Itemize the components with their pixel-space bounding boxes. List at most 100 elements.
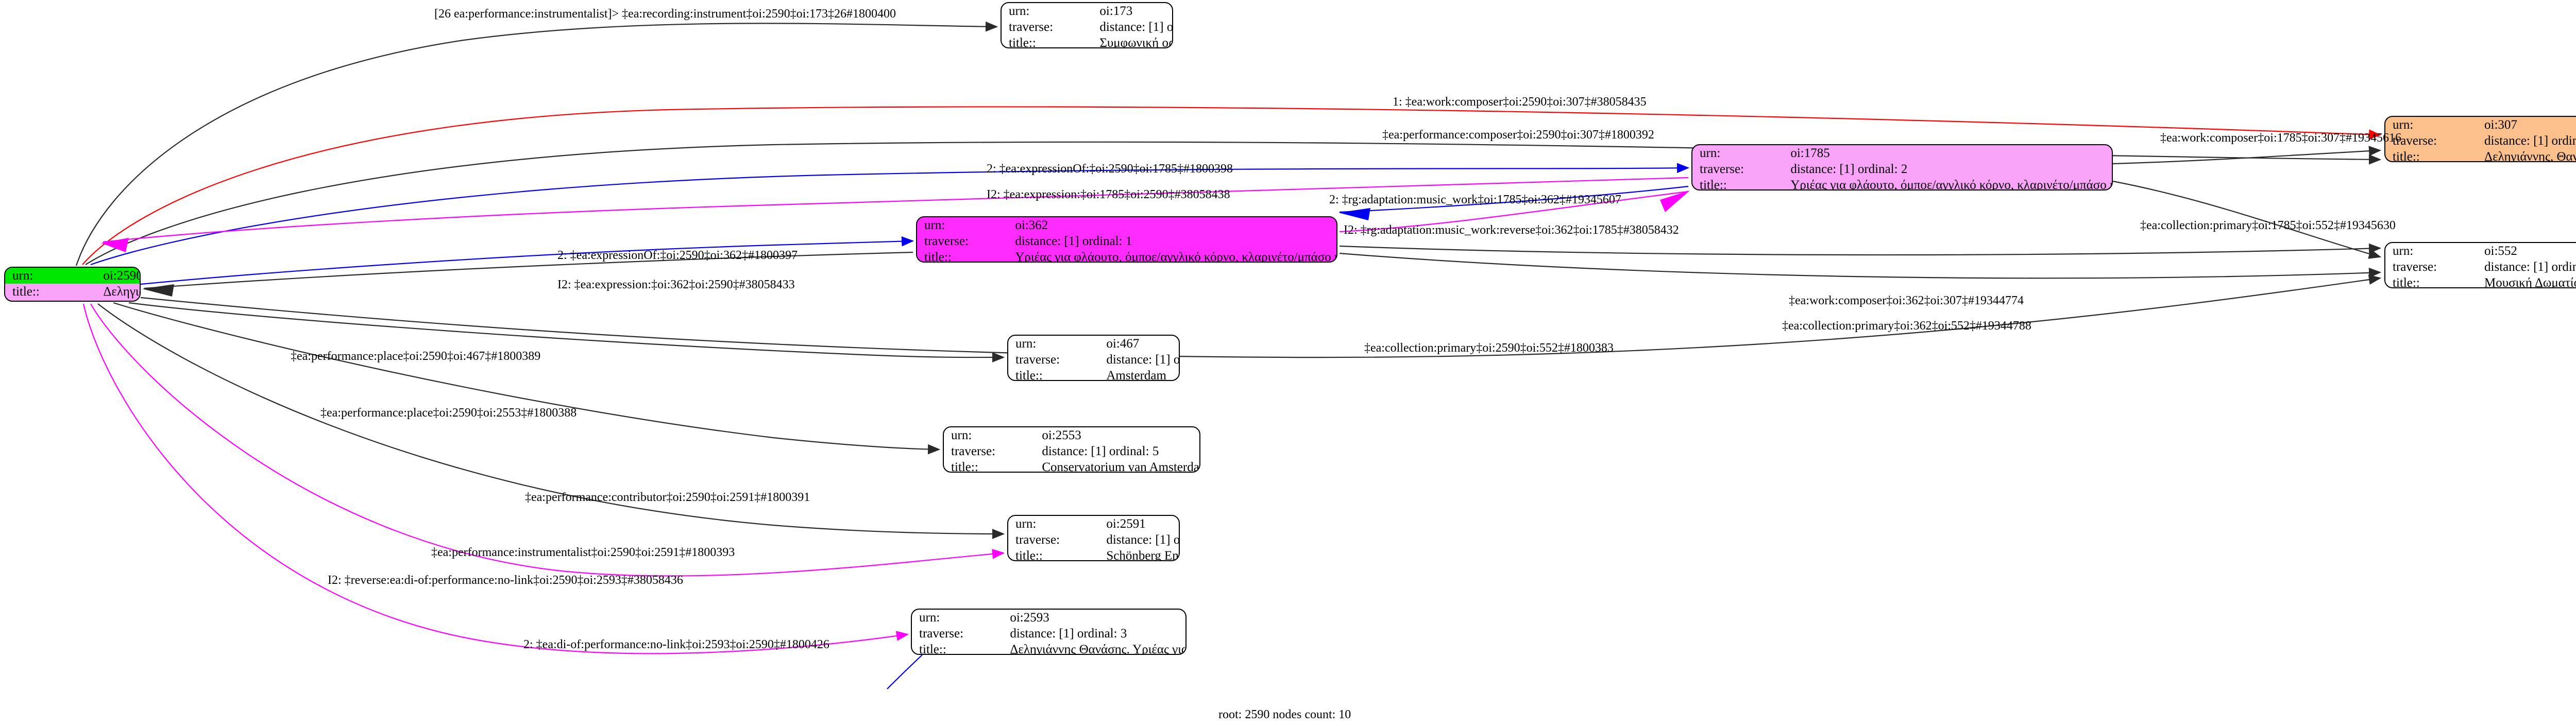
node-value-urn: oi:2591 <box>1106 517 1146 531</box>
edge-label-e11: I2: ‡rg:adaptation:music_work:reverse‡oi… <box>1344 223 1679 237</box>
node-key-ukey: ea:identifier:ukey <box>5 300 103 301</box>
node-value-urn: oi:2593 <box>1010 611 1049 625</box>
node-row-traverse: traverse: distance: [1] ordinal: 3 <box>912 626 1185 642</box>
node-row-traverse: traverse: distance: [1] ordinal: 1 <box>917 233 1336 249</box>
node-value-urn: oi:552 <box>2484 244 2517 258</box>
node-key-title: title:: <box>919 643 946 655</box>
edge-label-e10: I2: ‡ea:expression:‡oi:362‡oi:2590‡#3805… <box>557 278 795 291</box>
node-key-title: title:: <box>1015 549 1043 561</box>
node-key-urn: urn: <box>919 611 940 625</box>
node-key-urn: urn: <box>1015 517 1037 531</box>
edge-label-e4: 2: ‡ea:expressionOf:‡oi:2590‡oi:1785‡#18… <box>987 162 1233 176</box>
node-key-traverse: traverse: <box>919 627 964 641</box>
node-value-urn: oi:362 <box>1015 218 1048 232</box>
node-value-urn: oi:2553 <box>1042 428 1081 442</box>
node-row-urn: urn:oi:1785 <box>1692 145 2112 161</box>
graph-footer: root: 2590 nodes count: 10 <box>1218 708 1351 721</box>
node-row-urn: urn: oi:362 <box>917 217 1336 233</box>
node-key-traverse: traverse: <box>2393 260 2437 274</box>
node-value-title: Μουσική Δωματίου <box>2484 276 2576 288</box>
edge-label-e16: ‡ea:performance:place‡oi:2590‡oi:2553‡#1… <box>320 406 577 420</box>
edge-label-e18: ‡ea:performance:instrumentalist‡oi:2590‡… <box>431 546 735 559</box>
node-key-traverse: traverse: <box>924 234 969 248</box>
node-key-urn: urn: <box>2393 244 2414 258</box>
node-key-traverse: traverse: <box>1015 353 1060 367</box>
node-key-title: title:: <box>2393 276 2420 288</box>
node-row-title: title::Δεληγιάννης, Θανάσης <box>2385 149 2576 162</box>
node-key-urn: urn: <box>924 218 945 232</box>
edge-label-e1: [26 ea:performance:instrumentalist]> ‡ea… <box>434 7 896 21</box>
node-row-title: title::Schönberg Ensemble <box>1008 548 1179 561</box>
node-row-traverse: traverse:distance: [1] ordinal: 6 <box>1008 352 1179 368</box>
node-row-title: title::Δεληγιάννης Θανάσης. Υριέας για φ… <box>5 284 140 300</box>
node-row-title: title::Amsterdam <box>1008 368 1179 381</box>
node-key-title: title:: <box>1700 178 1727 191</box>
node-value-title: Δεληγιάννης Θανάσης. Υριέας για φλάουτο,… <box>1010 643 1187 655</box>
node-value-title: Conservatorium van Amsterdam [Building] <box>1042 460 1199 473</box>
edge-label-e2: 1: ‡ea:work:composer‡oi:2590‡oi:307‡#380… <box>1393 95 1647 109</box>
node-row-urn: urn:oi:467 <box>1008 336 1179 352</box>
node-row-traverse: traverse:distance: [1] ordinal: 4 <box>2385 259 2576 275</box>
node-key-title: title:: <box>924 250 952 263</box>
edge-label-e9: 2: ‡ea:expressionOf:‡oi:2590‡oi:362‡#180… <box>557 249 798 262</box>
node-key-traverse: traverse: <box>951 444 996 458</box>
graph-node-oi-2591[interactable]: urn: oi:2591 traverse: distance: [1] ordina… <box>1007 515 1180 561</box>
node-value-title: Schönberg Ensemble <box>1106 549 1179 561</box>
edge-label-e17: ‡ea:performance:contributor‡oi:2590‡oi:2… <box>525 491 810 504</box>
node-row-urn: urn:oi:2553 <box>944 427 1199 443</box>
node-row-traverse: traverse:distance: [1] ordinal: 7 <box>2385 133 2576 149</box>
node-key-title: title:: <box>2393 150 2420 162</box>
node-value-urn: oi:307 <box>2484 118 2517 132</box>
node-value-urn: oi:173 <box>1099 4 1133 18</box>
node-row-urn: urn:oi:2590 <box>5 268 140 284</box>
edge-label-e19: I2: ‡reverse:ea:di-of:performance:no-lin… <box>328 574 683 587</box>
edge-label-e6: 2: ‡rg:adaptation:music_work‡oi:1785‡oi:… <box>1329 193 1621 206</box>
node-key-title: title:: <box>12 285 40 299</box>
node-value-traverse: distance: [1] ordinal: 8 <box>1106 533 1180 547</box>
node-key-traverse: traverse: <box>1015 533 1060 547</box>
node-row-traverse: traverse:distance: [1] ordinal: 9 <box>1002 19 1172 35</box>
node-value-traverse: distance: [1] ordinal: 3 <box>1010 627 1127 641</box>
node-row-traverse: traverse: distance: [1] ordinal: 2 <box>1692 161 2112 177</box>
node-row-title: title::Μουσική Δωματίου <box>2385 275 2576 288</box>
node-row-urn: urn:oi:307 <box>2385 117 2576 133</box>
edge-label-e20: 2: ‡ea:di-of:performance:no-link‡oi:2593… <box>523 638 829 651</box>
node-key-title: title:: <box>1009 36 1036 48</box>
node-row-title: title::Δεληγιάννης Θανάσης. Υριέας για φ… <box>912 642 1187 655</box>
node-row-traverse: traverse: distance: [1] ordinal: 8 <box>1008 532 1180 548</box>
node-row-urn: urn: oi:2593 <box>912 610 1185 626</box>
node-value-urn: oi:467 <box>1106 337 1140 351</box>
node-row-ukey: ea:identifier:ukeyrg-melos_hma-2590 <box>5 300 140 301</box>
edge-label-e8: ‡ea:collection:primary‡oi:1785‡oi:552‡#1… <box>2140 219 2396 232</box>
graph-node-oi-362[interactable]: urn: oi:362 traverse: distance: [1] ordinal… <box>916 216 1337 263</box>
node-row-title: title::Conservatorium van Amsterdam [Bui… <box>944 459 1199 473</box>
node-value-title: Amsterdam <box>1106 369 1166 381</box>
graph-node-oi-2593[interactable]: urn: oi:2593 traverse: distance: [1] ordina… <box>911 609 1187 655</box>
node-row-title: title::Υριέας για φλάουτο, όμποε/αγγλικό… <box>917 249 1336 263</box>
node-value-title: Υριέας για φλάουτο, όμποε/αγγλικό κόρνο,… <box>1790 178 2113 191</box>
node-value-traverse: distance: [1] ordinal: 1 <box>1015 234 1132 248</box>
node-value-title: Δεληγιάννης Θανάσης. Υριέας για φλάουτο,… <box>103 285 140 299</box>
node-value-title: Συμφωνική ορχήστρα <box>1099 36 1172 48</box>
edge-label-e5: I2: ‡ea:expression:‡oi:1785‡oi:2590‡#380… <box>987 188 1230 201</box>
edge-label-e14: ‡ea:collection:primary‡oi:2590‡oi:552‡#1… <box>1364 341 1614 355</box>
edge-label-e15: ‡ea:performance:place‡oi:2590‡oi:467‡#18… <box>291 350 541 363</box>
node-key-urn: urn: <box>1009 4 1030 18</box>
node-value-urn: oi:1785 <box>1790 146 1830 160</box>
node-key-traverse: traverse: <box>1700 162 1744 176</box>
edge-label-e12: ‡ea:work:composer‡oi:362‡oi:307‡#1934477… <box>1789 294 2024 307</box>
node-row-urn: urn: oi:173 <box>1002 3 1172 19</box>
edge-label-e3: ‡ea:performance:composer‡oi:2590‡oi:307‡… <box>1382 128 1654 142</box>
node-key-traverse: traverse: <box>2393 134 2437 148</box>
node-value-traverse: distance: [1] ordinal: 2 <box>1790 162 1908 176</box>
node-key-title: title:: <box>1015 369 1043 381</box>
node-row-urn: urn: oi:552 <box>2385 243 2576 259</box>
